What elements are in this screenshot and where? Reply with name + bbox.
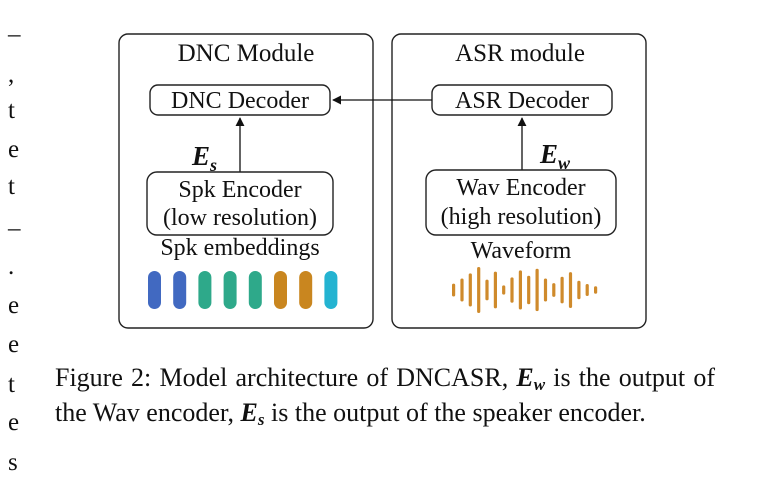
asr-module: ASR module ASR Decoder Ew Wav Encoder (h… (391, 33, 647, 329)
waveform-bar (552, 283, 556, 297)
dnc-decoder-label: DNC Decoder (171, 88, 309, 114)
waveform-bar (460, 278, 464, 302)
figure-caption: Figure 2: Model architecture of DNCASR, … (55, 363, 715, 429)
margin-glyph: – (7, 215, 21, 242)
embedding-bar (248, 271, 262, 309)
margin-glyph: e (8, 292, 19, 319)
waveform-bar (477, 267, 481, 313)
spk-encoder-box (146, 171, 334, 236)
waveform-bar (535, 268, 539, 312)
embedding-bar (274, 271, 287, 309)
waveform-bar (510, 277, 514, 303)
dnc-module: DNC Module DNC Decoder Es Spk Encoder (l… (118, 33, 374, 329)
margin-glyph: . (8, 253, 14, 280)
embedding-bar (223, 271, 237, 309)
waveform-bar (518, 270, 522, 310)
es-symbol: Es (240, 397, 265, 429)
spk-embeddings-label: Spk embeddings (160, 235, 319, 261)
margin-glyph: , (8, 61, 14, 88)
margin-glyph: e (8, 136, 19, 163)
margin-glyph: s (8, 449, 18, 476)
embedding-bar (148, 271, 161, 309)
waveform-bar (468, 273, 472, 307)
waveform-bar (502, 285, 506, 295)
waveform-label: Waveform (471, 238, 572, 264)
waveform-bar (577, 280, 581, 300)
waveform-bar (585, 284, 589, 296)
waveform-bar (568, 272, 573, 308)
wav-encoder-label: Wav Encoder (456, 175, 585, 201)
waveform-bar (452, 283, 456, 297)
spk-embedding-bars (148, 271, 338, 309)
embedding-bar (299, 271, 313, 309)
margin-glyph: e (8, 409, 19, 436)
dnc-module-title: DNC Module (178, 40, 315, 67)
dnc-decoder-box (149, 84, 331, 116)
embedding-bar (198, 271, 212, 309)
ew-feature-label: Ew (539, 139, 571, 173)
spk-encoder-resolution: (low resolution) (163, 205, 317, 231)
margin-glyph: t (8, 371, 15, 398)
embedding-bar (324, 271, 338, 309)
margin-glyph: – (7, 21, 21, 48)
asr-module-title: ASR module (455, 40, 585, 67)
wav-encoder-resolution: (high resolution) (441, 204, 602, 230)
spk-encoder-label: Spk Encoder (178, 177, 301, 203)
waveform-bar (527, 275, 531, 305)
waveform-bar (560, 276, 564, 304)
wav-encoder-box (425, 169, 617, 236)
waveform-bar (485, 279, 489, 301)
waveform-bar (543, 278, 548, 302)
ew-symbol: Ew (516, 363, 546, 394)
asr-decoder-label: ASR Decoder (455, 88, 589, 114)
margin-glyph: t (8, 173, 15, 200)
waveform-bars (452, 267, 598, 313)
margin-glyph: t (8, 97, 15, 124)
waveform-bar (594, 286, 598, 294)
margin-glyph: e (8, 331, 19, 358)
es-feature-label: Es (191, 141, 217, 175)
waveform-bar (493, 271, 497, 309)
embedding-bar (173, 271, 187, 309)
